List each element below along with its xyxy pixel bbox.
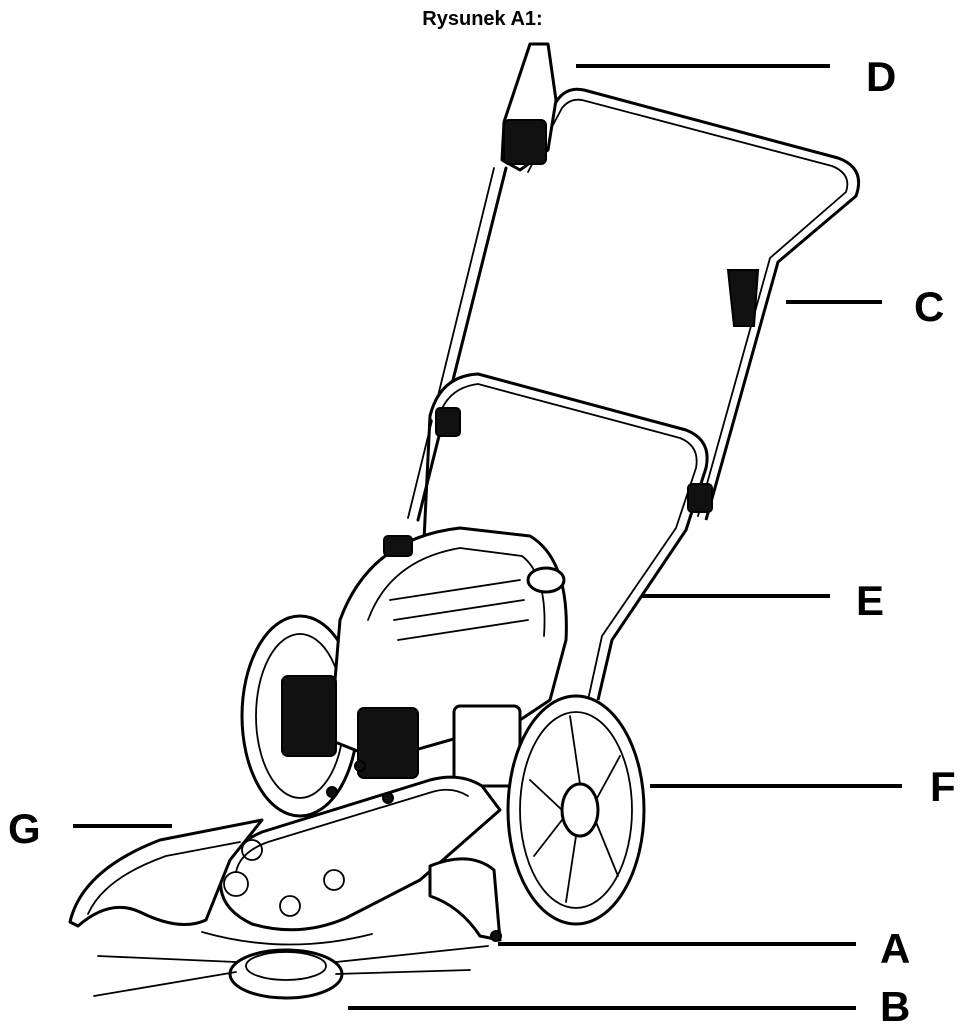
engine xyxy=(281,526,568,788)
handle-lower xyxy=(422,372,709,701)
control-lever xyxy=(726,269,760,327)
callout-label-b: B xyxy=(880,983,911,1030)
right-wheel xyxy=(506,694,646,926)
mower-deck xyxy=(219,760,502,932)
throttle-lever xyxy=(500,42,558,172)
callout-label-g: G xyxy=(8,805,41,852)
trimmer-guard xyxy=(68,818,502,942)
figure-title: Rysunek A1: xyxy=(422,8,543,30)
handle-knobs xyxy=(435,407,713,513)
callout-label-c: C xyxy=(914,283,945,330)
callout-label-a: A xyxy=(880,925,911,972)
callout-label-e: E xyxy=(856,577,885,624)
callout-label-d: D xyxy=(866,53,897,100)
callout-label-f: F xyxy=(930,763,956,810)
trimmer-head xyxy=(93,930,502,1000)
handle-upper xyxy=(407,87,861,522)
